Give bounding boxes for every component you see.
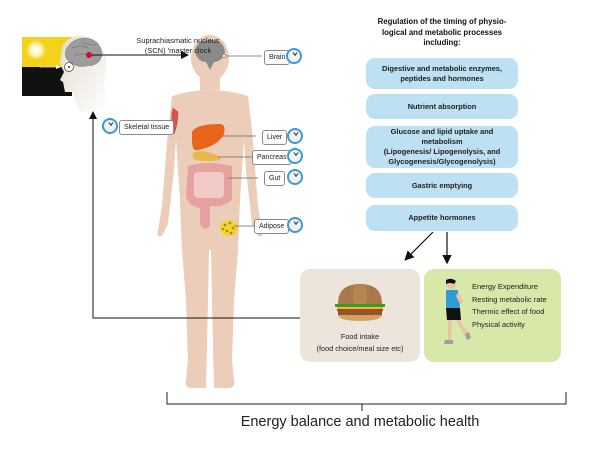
organ-tag-pancreas: Pancreas bbox=[252, 150, 292, 165]
organ-label: Brain bbox=[269, 54, 286, 61]
energy-item: Energy Expenditure bbox=[472, 282, 538, 291]
energy-balance-label: Energy balance and metabolic health bbox=[240, 414, 480, 430]
organ-tag-liver: Liver bbox=[262, 130, 288, 145]
organ-label: Liver bbox=[267, 134, 283, 141]
process-pill-appetite-hormones: Appetite hormones bbox=[366, 205, 518, 231]
food-intake-subtitle: (food choice/meal size etc) bbox=[316, 344, 404, 353]
scn-label: Suprachiasmatic nucleus (SCN) 'master cl… bbox=[108, 36, 248, 56]
pill-text: Nutrient absorption bbox=[407, 101, 477, 111]
gut-organ bbox=[186, 163, 232, 229]
liver-organ bbox=[192, 124, 225, 151]
energy-expenditure-list: Energy Expenditure Resting metabolic rat… bbox=[472, 281, 547, 331]
process-pill-digestive-enzymes: Digestive and metabolic enzymes,peptides… bbox=[366, 58, 518, 89]
process-pill-gastric-emptying: Gastric emptying bbox=[366, 173, 518, 198]
runner-icon bbox=[444, 278, 471, 344]
clock-icon bbox=[286, 48, 302, 64]
scn-label-line2: (SCN) 'master clock bbox=[144, 46, 212, 55]
clock-icon bbox=[287, 169, 303, 185]
clock-icon bbox=[287, 217, 303, 233]
adipose-organ bbox=[220, 220, 238, 236]
food-intake-label: Food intake (food choice/meal size etc) bbox=[300, 331, 420, 355]
clock-icon bbox=[287, 128, 303, 144]
process-pill-glucose-lipid: Glucose and lipid uptake and metabolism(… bbox=[366, 126, 518, 168]
bottom-bracket bbox=[166, 392, 567, 411]
food-intake-title: Food intake bbox=[340, 332, 380, 341]
organ-tag-adipose: Adipose bbox=[254, 219, 290, 234]
organ-tag-skeletal-tissue: Skeletal tissue bbox=[119, 120, 175, 135]
energy-item: Resting metabolic rate bbox=[472, 294, 547, 304]
process-pill-nutrient-absorption: Nutrient absorption bbox=[366, 94, 518, 119]
pill-text: Digestive and metabolic enzymes, bbox=[382, 63, 502, 73]
regulation-title-line1: Regulation of the timing of physio- bbox=[377, 17, 507, 26]
pill-text: Appetite hormones bbox=[408, 213, 476, 222]
organ-tag-gut: Gut bbox=[264, 171, 286, 186]
burger-icon bbox=[335, 284, 385, 321]
organ-label: Pancreas bbox=[257, 154, 287, 161]
energy-item: Physical activity bbox=[472, 319, 525, 329]
pill-text: Glycogenesis/Glycogenolysis) bbox=[388, 157, 496, 166]
organ-tag-brain: Brain bbox=[264, 50, 291, 65]
pill-text: (Lipogenesis/ Lipogenolysis, and bbox=[383, 147, 501, 156]
regulation-title-line3: including: bbox=[423, 38, 461, 47]
pancreas-organ bbox=[192, 151, 221, 161]
brain-organ bbox=[195, 40, 225, 70]
organ-label: Adipose bbox=[259, 223, 285, 230]
regulation-title: Regulation of the timing of physio- logi… bbox=[366, 17, 518, 49]
regulation-title-line2: logical and metabolic processes bbox=[381, 27, 503, 37]
energy-item: Thermic effect of food bbox=[472, 307, 545, 316]
pill-text: Glucose and lipid uptake and metabolism bbox=[390, 127, 494, 146]
organ-label: Skeletal tissue bbox=[124, 124, 170, 131]
clock-icon bbox=[102, 118, 118, 134]
scn-label-line1: Suprachiasmatic nucleus bbox=[136, 36, 220, 45]
pill-text: Gastric emptying bbox=[411, 180, 473, 190]
organ-label: Gut bbox=[269, 175, 281, 182]
pill-text: peptides and hormones bbox=[400, 73, 484, 83]
clock-icon bbox=[287, 148, 303, 164]
